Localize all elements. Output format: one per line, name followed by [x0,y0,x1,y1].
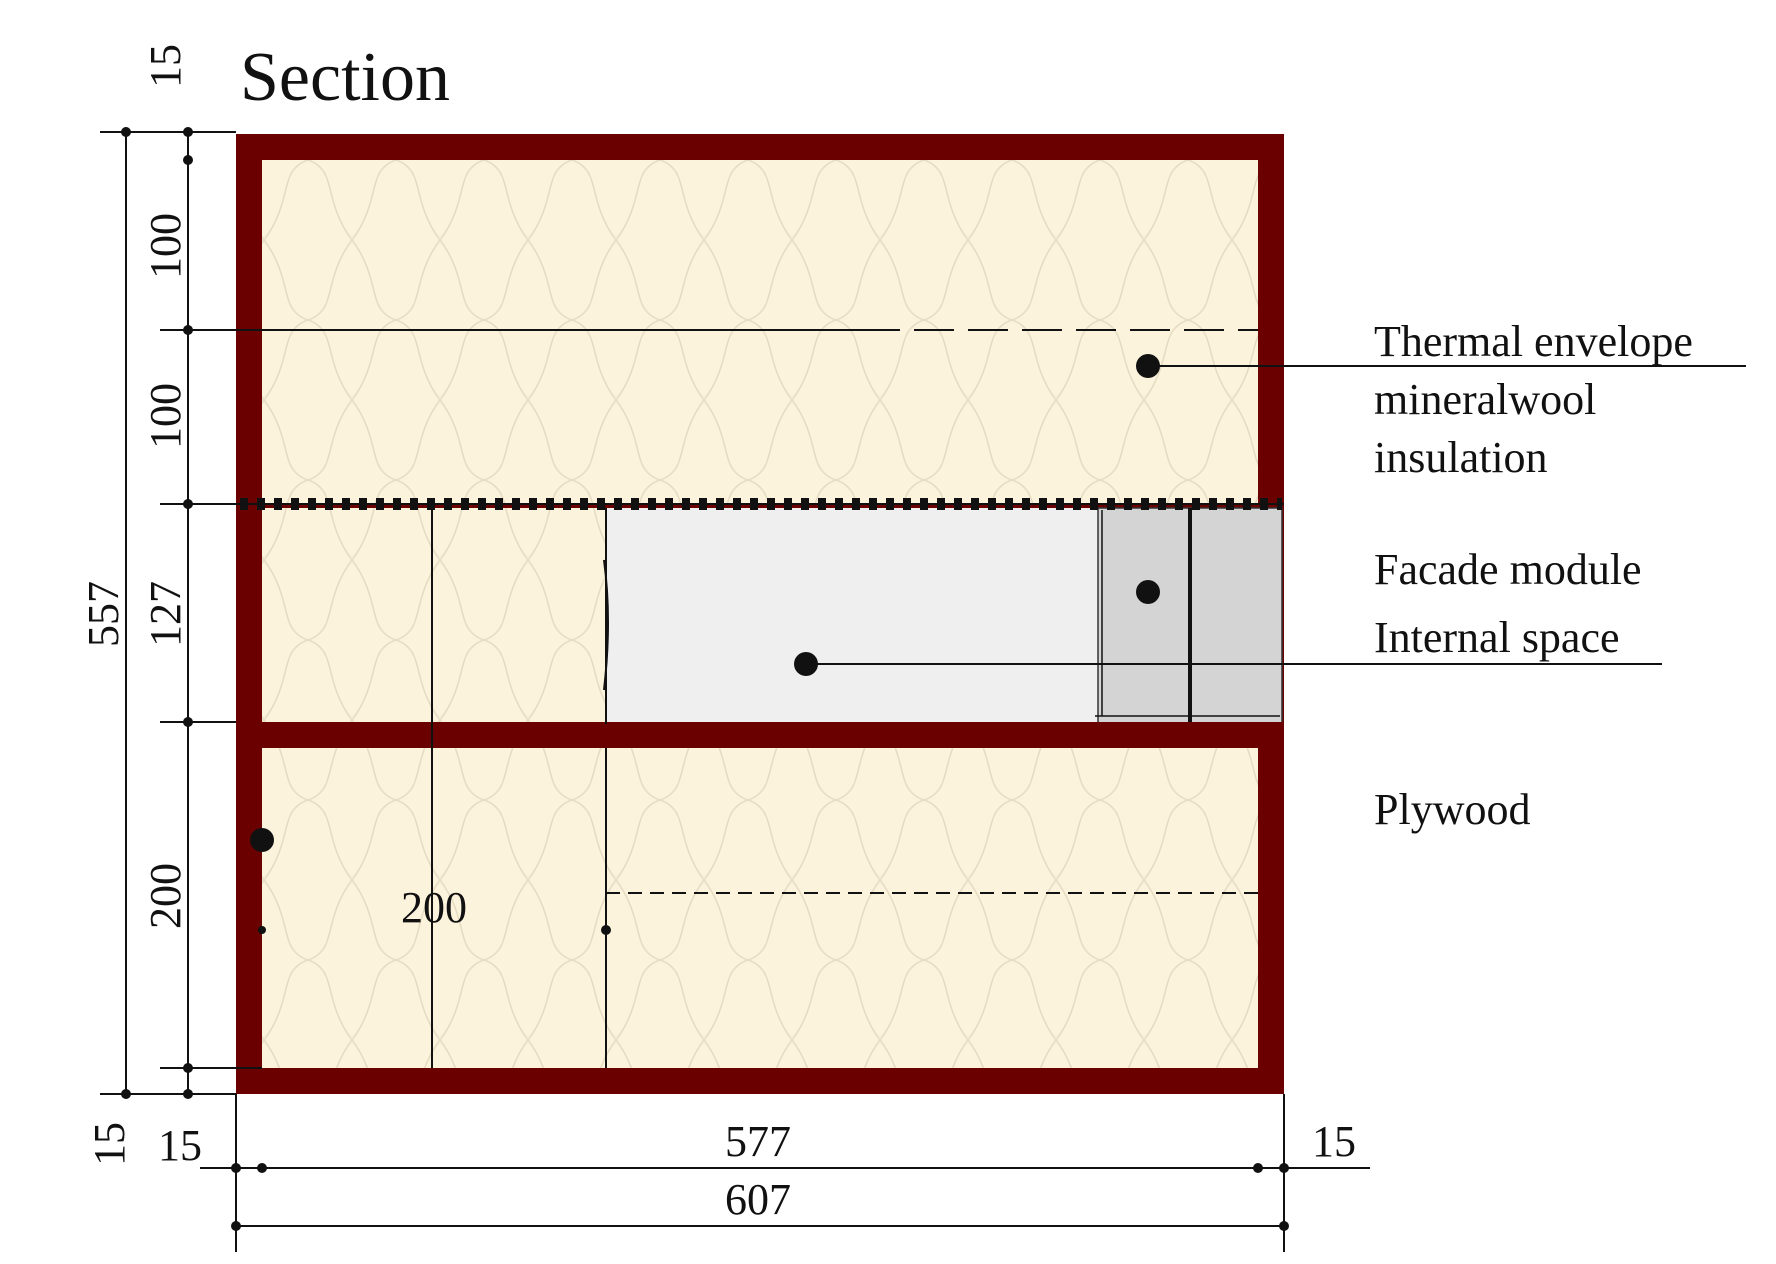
dim-bottom-offset: 15 [85,1122,134,1166]
leader-plywood [250,828,274,852]
label-plywood: Plywood [1374,785,1530,834]
leader-facade [1136,580,1160,604]
dim-bottom: 200 [141,863,190,929]
dim-overall-width: 607 [725,1175,791,1224]
page-title: Section [240,39,450,116]
marker-dot [1136,580,1160,604]
marker-dot [250,828,274,852]
label-thermal-2: mineralwool [1374,375,1596,424]
middle-plywood [236,722,1284,748]
leader-internal [794,652,1662,676]
dim-left-offset: 15 [158,1121,202,1170]
dim-middle: 127 [141,581,190,647]
dim-inner-bottom: 200 [401,883,467,932]
dim-inner-width: 577 [725,1117,791,1166]
dim-overall-height: 557 [79,581,128,647]
label-facade: Facade module [1374,545,1642,594]
label-internal: Internal space [1374,613,1620,662]
label-thermal-1: Thermal envelope [1374,317,1693,366]
marker-dot [1136,354,1160,378]
dim-right-offset: 15 [1312,1117,1356,1166]
dim-layer-top-b: 100 [141,383,190,449]
dim-top-offset: 15 [141,44,190,88]
marker-dot [794,652,818,676]
label-thermal-3: insulation [1374,433,1548,482]
dim-layer-top-a: 100 [141,213,190,279]
